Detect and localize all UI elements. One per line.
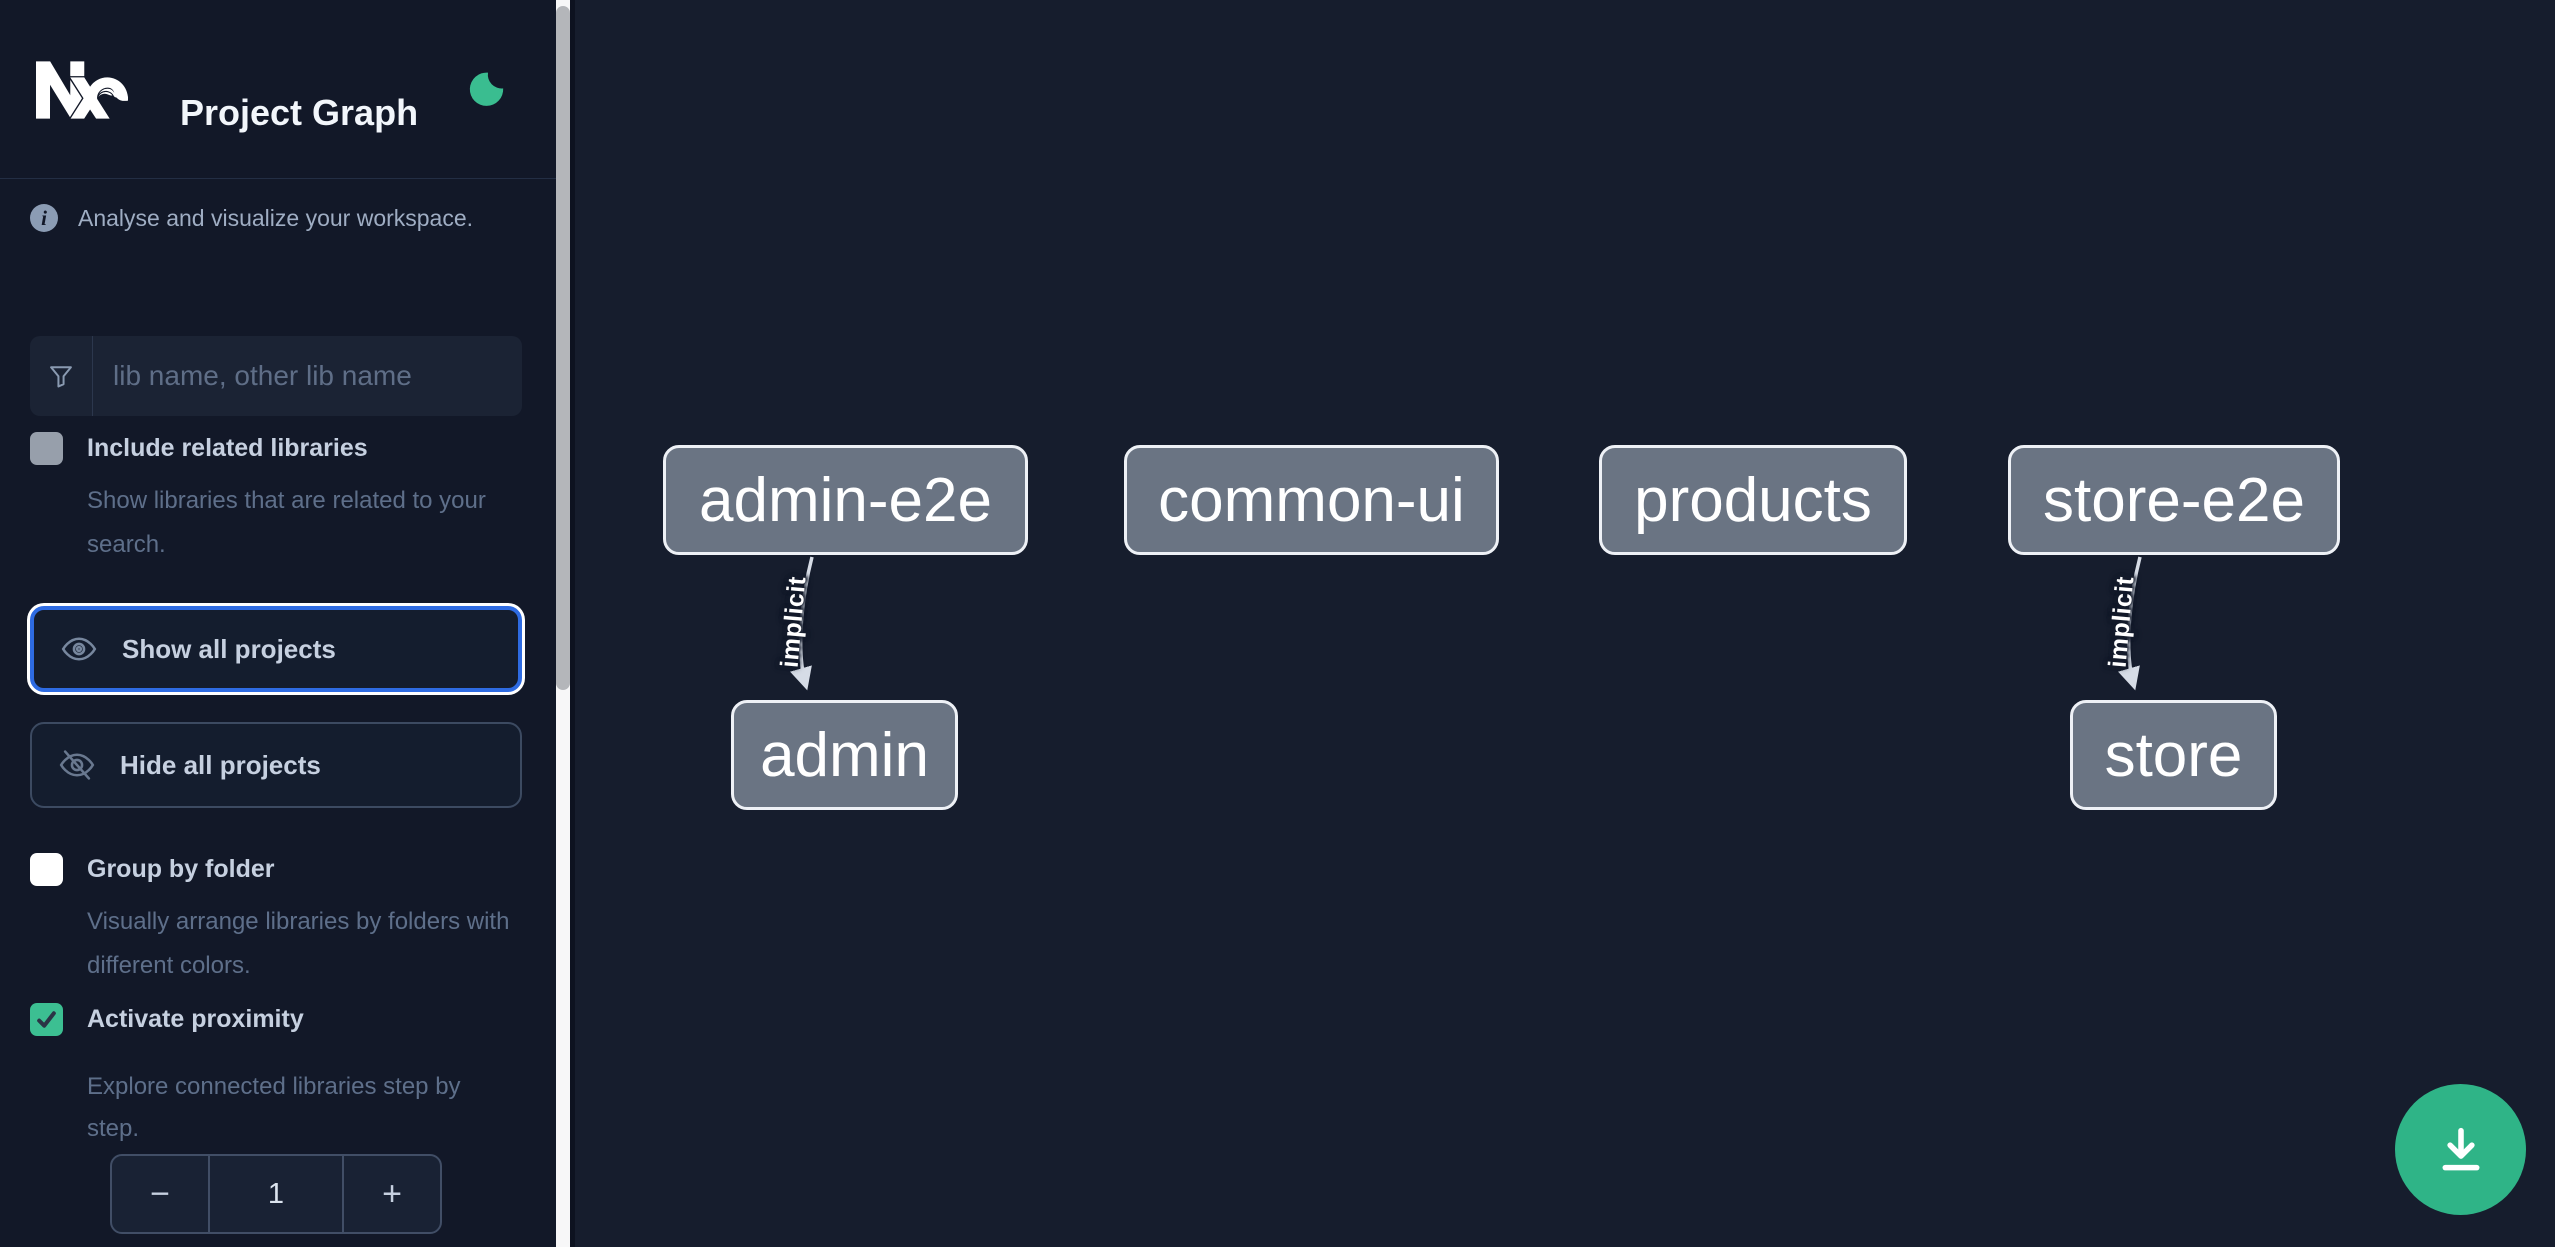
search-input[interactable] bbox=[93, 336, 522, 416]
sidebar: Project Graph i Analyse and visualize yo… bbox=[0, 0, 570, 1247]
download-icon bbox=[2442, 1127, 2479, 1170]
decrement-button[interactable]: − bbox=[112, 1156, 208, 1232]
group-by-folder-toggle: Group by folder Visually arrange librari… bbox=[30, 853, 516, 988]
include-related-checkbox-row[interactable]: Include related libraries bbox=[30, 432, 516, 465]
activate-proximity-checkbox-row[interactable]: Activate proximity bbox=[30, 1003, 516, 1036]
theme-toggle-button[interactable] bbox=[460, 64, 512, 116]
filter-icon bbox=[30, 336, 93, 416]
graph-node-store[interactable]: store bbox=[2070, 700, 2277, 810]
check-icon bbox=[37, 1011, 56, 1028]
edge-store-e2e-to-store[interactable] bbox=[2118, 556, 2142, 691]
hide-all-projects-button[interactable]: Hide all projects bbox=[30, 722, 522, 808]
nx-logo bbox=[36, 61, 128, 119]
proximity-depth-value: 1 bbox=[208, 1156, 344, 1232]
graph-edges-layer bbox=[790, 556, 2142, 691]
toggle-label: Group by folder bbox=[87, 855, 275, 883]
edge-admin-e2e-to-admin[interactable] bbox=[790, 556, 814, 691]
sidebar-scrollbar-track[interactable] bbox=[556, 0, 570, 1247]
graph-node-products[interactable]: products bbox=[1599, 445, 1907, 555]
group-by-folder-checkbox-row[interactable]: Group by folder bbox=[30, 853, 516, 886]
download-graph-button[interactable] bbox=[2395, 1084, 2526, 1215]
page-title: Project Graph bbox=[180, 92, 419, 134]
sidebar-header: Project Graph bbox=[0, 0, 556, 179]
activate-proximity-toggle: Activate proximity Explore connected lib… bbox=[30, 1003, 516, 1150]
checkbox-checked[interactable] bbox=[30, 1003, 63, 1036]
include-related-toggle: Include related libraries Show libraries… bbox=[30, 432, 516, 567]
graph-node-store-e2e[interactable]: store-e2e bbox=[2008, 445, 2340, 555]
workspace-info-text: Analyse and visualize your workspace. bbox=[78, 204, 474, 231]
toggle-label: Activate proximity bbox=[87, 1005, 304, 1033]
toggle-description: Explore connected libraries step by step… bbox=[87, 1073, 461, 1142]
graph-node-admin-e2e[interactable]: admin-e2e bbox=[663, 445, 1028, 555]
increment-button[interactable]: + bbox=[344, 1156, 440, 1232]
button-label: Show all projects bbox=[122, 633, 336, 664]
toggle-label: Include related libraries bbox=[87, 434, 368, 462]
checkbox-unchecked[interactable] bbox=[30, 432, 63, 465]
graph-node-admin[interactable]: admin bbox=[731, 700, 958, 810]
graph-canvas[interactable]: admin-e2e common-ui products store-e2e a… bbox=[575, 0, 2555, 1247]
info-icon: i bbox=[30, 204, 58, 232]
toggle-description: Visually arrange libraries by folders wi… bbox=[87, 908, 510, 979]
workspace-info-row: i Analyse and visualize your workspace. bbox=[30, 204, 473, 232]
show-all-projects-button[interactable]: Show all projects bbox=[30, 606, 522, 692]
toggle-description: Show libraries that are related to your … bbox=[87, 487, 486, 558]
search-box bbox=[30, 336, 522, 416]
checkbox-unchecked[interactable] bbox=[30, 853, 63, 886]
sidebar-scrollbar-thumb[interactable] bbox=[556, 6, 570, 690]
button-label: Hide all projects bbox=[120, 749, 321, 780]
eye-icon bbox=[60, 630, 98, 668]
proximity-depth-stepper: − 1 + bbox=[110, 1154, 442, 1234]
eye-off-icon bbox=[58, 746, 96, 784]
moon-icon bbox=[469, 72, 504, 106]
graph-node-common-ui[interactable]: common-ui bbox=[1124, 445, 1499, 555]
